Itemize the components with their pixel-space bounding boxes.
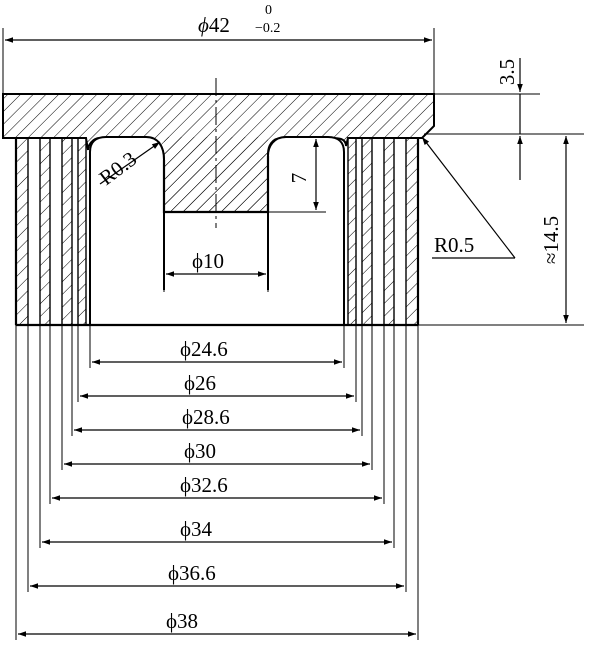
phi-symbol: ϕ bbox=[198, 13, 209, 37]
ring-dim-4: ϕ30 bbox=[184, 439, 216, 463]
dim-body-height: ≈14.5 bbox=[418, 136, 584, 326]
ring-extension-lines bbox=[15, 325, 419, 640]
svg-text:ϕ42: ϕ42 bbox=[198, 13, 230, 37]
ring-dim-8: ϕ38 bbox=[166, 609, 198, 633]
top-dim-lower-tol: −0.2 bbox=[255, 21, 280, 36]
right-pocket bbox=[267, 136, 345, 325]
dim-flange-thickness: 3.5 bbox=[424, 58, 584, 180]
ring-dim-1: ϕ24.6 bbox=[180, 337, 228, 361]
dim-inner-depth: 7 bbox=[268, 139, 326, 213]
radius-outer-text: R0.5 bbox=[434, 233, 474, 257]
ring-dim-7: ϕ36.6 bbox=[168, 561, 216, 585]
top-dim-upper-tol: 0 bbox=[265, 3, 272, 18]
ring-walls bbox=[15, 137, 419, 326]
flange-thickness-text: 3.5 bbox=[495, 59, 519, 85]
left-pocket bbox=[89, 136, 165, 325]
ring-dim-5: ϕ32.6 bbox=[180, 473, 228, 497]
ring-dim-6: ϕ34 bbox=[180, 517, 213, 541]
dim-outer-diameter: ϕ42 0 −0.2 bbox=[2, 3, 435, 94]
ring-dim-2: ϕ26 bbox=[184, 371, 216, 395]
dim-center-bore: ϕ10 bbox=[163, 212, 269, 292]
body-height-text: ≈14.5 bbox=[539, 216, 563, 264]
center-bore-text: ϕ10 bbox=[192, 249, 224, 273]
inner-depth-text: 7 bbox=[287, 173, 311, 184]
top-dim-value: 42 bbox=[209, 13, 230, 37]
ring-dim-3: ϕ28.6 bbox=[182, 405, 230, 429]
ring-diameter-dims: ϕ24.6 ϕ26 ϕ28.6 ϕ30 ϕ32.6 ϕ34 ϕ36.6 ϕ38 bbox=[18, 337, 416, 637]
radius-outer-callout: R0.5 bbox=[421, 136, 516, 259]
